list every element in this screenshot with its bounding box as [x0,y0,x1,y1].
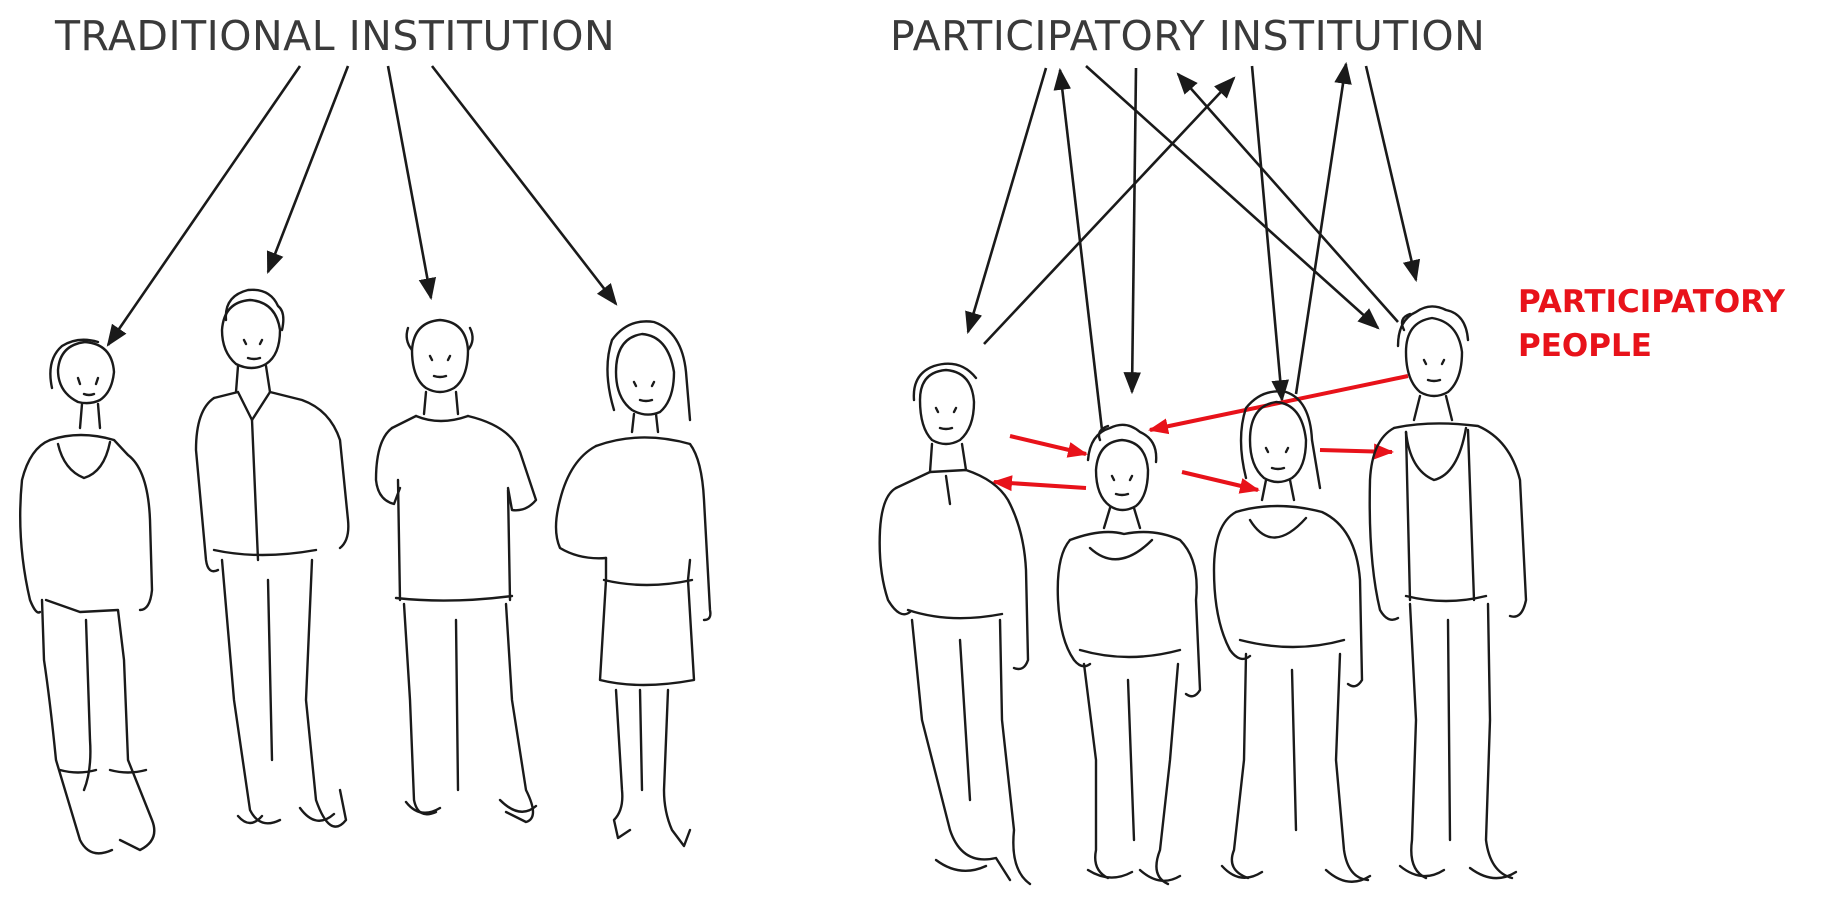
traditional-arrow-1 [106,65,302,347]
participatory-arrow-2 [1053,67,1104,431]
participatory-arrow-6 [1176,72,1399,323]
participatory-people [878,305,1528,886]
participatory-red-arrows [992,374,1409,494]
red-arrow-3 [1181,470,1260,494]
participatory-people-label-line2: PEOPLE [1518,328,1652,364]
participatory-arrow-5 [1085,65,1380,330]
traditional-arrow-4 [430,65,618,306]
participatory-people-label: PARTICIPATORY PEOPLE [1518,280,1785,368]
red-arrow-2 [992,475,1087,492]
traditional-person-3 [374,318,538,824]
traditional-institution-title: TRADITIONAL INSTITUTION [55,12,616,60]
participatory-arrow-9 [1364,65,1421,283]
traditional-person-4 [554,320,712,848]
participatory-person-4 [1368,305,1528,880]
traditional-arrow-3 [386,65,437,301]
participatory-people-label-line1: PARTICIPATORY [1518,284,1785,320]
participatory-arrow-3 [1123,67,1142,395]
participatory-arrow-4 [983,76,1236,345]
traditional-arrows [106,65,618,347]
participatory-person-2 [1056,423,1202,886]
participatory-institution-title: PARTICIPATORY INSTITUTION [890,12,1486,60]
participatory-arrow-8 [1294,61,1352,395]
participatory-person-1 [878,362,1032,886]
traditional-people [19,288,712,855]
red-arrow-1 [1009,434,1088,458]
participatory-arrow-7 [1250,65,1289,403]
traditional-person-2 [194,288,350,828]
traditional-arrow-2 [266,65,350,275]
participatory-person-3 [1212,390,1372,883]
traditional-person-1 [19,338,156,855]
participatory-arrow-1 [965,67,1048,335]
red-arrow-4 [1319,443,1394,460]
participatory-black-arrows [965,61,1421,431]
